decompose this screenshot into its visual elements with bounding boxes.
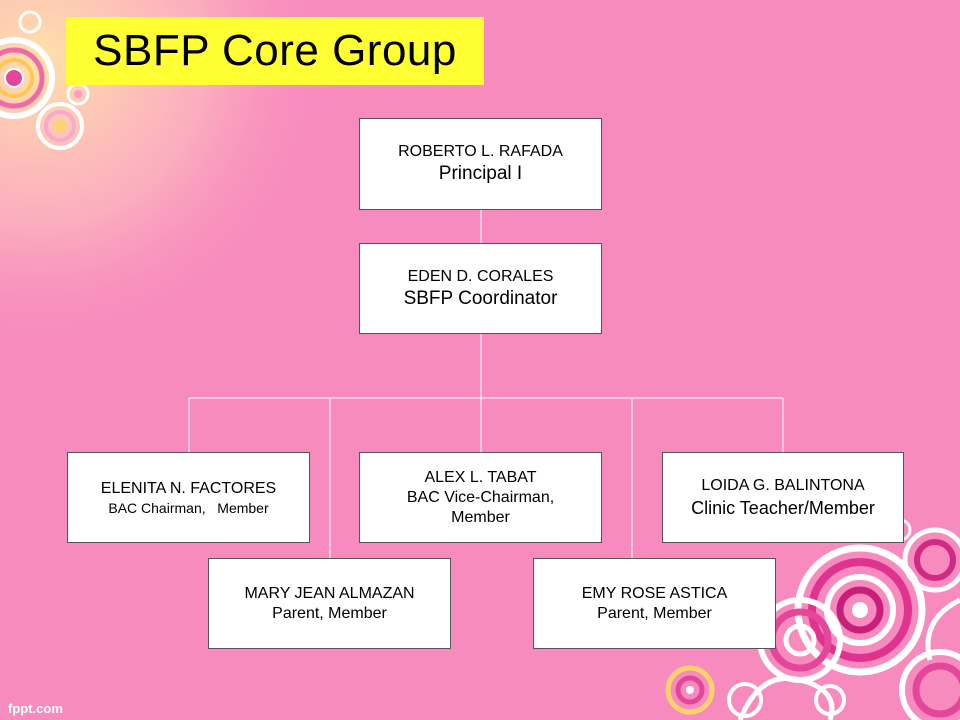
node-bac-vice-chairman: ALEX L. TABAT BAC Vice-Chairman, Member	[359, 452, 602, 543]
node-parent-1: MARY JEAN ALMAZAN Parent, Member	[208, 558, 451, 649]
node-name: EDEN D. CORALES	[407, 267, 554, 285]
node-role: Parent, Member	[597, 604, 712, 622]
footer-watermark: fppt.com	[8, 701, 63, 716]
node-role: BAC Vice-Chairman, Member	[406, 488, 555, 526]
node-role: Clinic Teacher/Member	[691, 497, 875, 518]
node-name: MARY JEAN ALMAZAN	[244, 584, 415, 602]
node-name: ELENITA N. FACTORES	[100, 479, 277, 497]
node-name: EMY ROSE ASTICA	[581, 584, 728, 602]
node-name: ALEX L. TABAT	[424, 468, 537, 486]
circle-ornament	[0, 10, 90, 150]
node-principal: ROBERTO L. RAFADA Principal I	[359, 118, 602, 210]
node-parent-2: EMY ROSE ASTICA Parent, Member	[533, 558, 776, 649]
slide-title: SBFP Core Group	[66, 17, 484, 85]
node-name: LOIDA G. BALINTONA	[701, 476, 865, 494]
node-role: BAC Chairman, Member	[108, 499, 269, 516]
node-name: ROBERTO L. RAFADA	[398, 143, 563, 160]
node-bac-chairman: ELENITA N. FACTORES BAC Chairman, Member	[67, 452, 310, 543]
node-role: Principal I	[438, 163, 523, 184]
node-coordinator: EDEN D. CORALES SBFP Coordinator	[359, 243, 602, 334]
node-role: Parent, Member	[272, 604, 387, 622]
node-clinic-teacher: LOIDA G. BALINTONA Clinic Teacher/Member	[662, 452, 904, 543]
node-role: SBFP Coordinator	[403, 287, 558, 309]
